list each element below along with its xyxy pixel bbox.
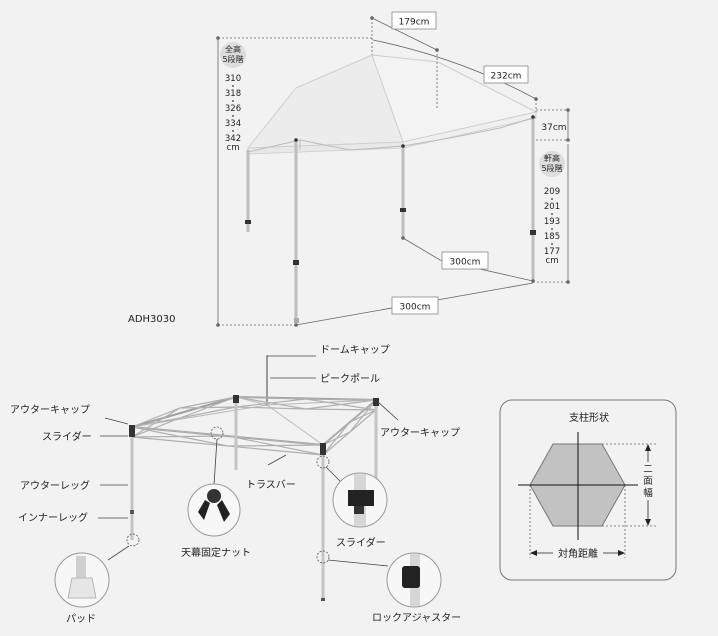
dim-label-37: 37cm	[541, 123, 566, 133]
dimension-lines	[216, 16, 570, 327]
dim-label-179: 179cm	[391, 11, 437, 30]
svg-text:5段階: 5段階	[541, 163, 562, 173]
pillar-shape-panel: 支柱形状 二面幅 対角距離	[499, 399, 677, 581]
svg-text:ドームキャップ: ドームキャップ	[320, 344, 390, 356]
svg-text:インナーレッグ: インナーレッグ	[18, 511, 88, 524]
svg-text:軒高: 軒高	[544, 153, 560, 163]
svg-text:アウターキャップ: アウターキャップ	[380, 427, 460, 439]
svg-text:300cm: 300cm	[450, 258, 481, 268]
label-outer-leg: アウターレッグ	[20, 479, 128, 492]
svg-text:天幕固定ナット: 天幕固定ナット	[181, 546, 251, 559]
tent-illustration	[245, 54, 538, 323]
svg-text:300cm: 300cm	[400, 303, 431, 313]
svg-text:ロックアジャスター: ロックアジャスター	[372, 612, 461, 624]
dim-label-depth: 300cm	[441, 251, 489, 270]
detail-pad: パッド	[54, 545, 130, 625]
svg-text:スライダー: スライダー	[336, 536, 386, 549]
svg-text:アウターレッグ: アウターレッグ	[20, 479, 90, 492]
label-peak-pole: ピークポール	[270, 373, 380, 385]
dim-label-width: 300cm	[391, 296, 439, 315]
svg-text:パッド: パッド	[66, 613, 96, 625]
svg-text:185: 185	[544, 232, 560, 242]
eave-height-badge: 軒高 5段階	[539, 151, 565, 177]
svg-text:232cm: 232cm	[491, 72, 522, 82]
svg-text:アウターキャップ: アウターキャップ	[10, 404, 90, 416]
detail-lock-adjuster: ロックアジャスター	[327, 552, 461, 624]
total-height-badge: 全高 5段階	[220, 42, 246, 68]
label-outer-cap-right: アウターキャップ	[377, 401, 460, 439]
svg-text:193: 193	[544, 217, 560, 227]
dim-label-232: 232cm	[483, 65, 529, 84]
total-height-values: 310 318 326 334 342 cm	[225, 74, 241, 153]
eave-height-values: 209 201 193 185 177 cm	[544, 187, 560, 266]
svg-text:二面幅: 二面幅	[643, 464, 653, 499]
svg-text:トラスバー: トラスバー	[246, 479, 296, 491]
label-outer-cap-left: アウターキャップ	[10, 404, 129, 425]
svg-text:対角距離: 対角距離	[558, 547, 598, 560]
model-name: ADH3030	[128, 314, 176, 325]
label-inner-leg: インナーレッグ	[18, 511, 128, 524]
svg-text:ピークポール: ピークポール	[320, 373, 380, 385]
label-slider-left: スライダー	[42, 430, 128, 443]
frame-illustration	[129, 355, 379, 601]
label-truss-bar: トラスバー	[246, 454, 296, 491]
svg-text:334: 334	[225, 119, 241, 129]
detail-canopy-nut: 天幕固定ナット	[181, 438, 251, 559]
svg-text:5段階: 5段階	[222, 54, 243, 64]
svg-text:cm: cm	[546, 256, 559, 266]
svg-text:318: 318	[225, 89, 241, 99]
svg-text:310: 310	[225, 74, 241, 84]
svg-text:209: 209	[544, 187, 560, 197]
svg-text:cm: cm	[227, 143, 240, 153]
svg-text:スライダー: スライダー	[42, 430, 92, 443]
svg-text:177: 177	[544, 247, 560, 257]
detail-slider: スライダー	[325, 466, 388, 549]
svg-text:201: 201	[544, 202, 560, 212]
pillar-panel-title: 支柱形状	[569, 411, 609, 424]
svg-text:179cm: 179cm	[399, 18, 430, 28]
svg-text:342: 342	[225, 134, 241, 144]
svg-text:全高: 全高	[225, 44, 241, 54]
label-dome-cap: ドームキャップ	[267, 344, 390, 357]
svg-text:326: 326	[225, 104, 241, 114]
